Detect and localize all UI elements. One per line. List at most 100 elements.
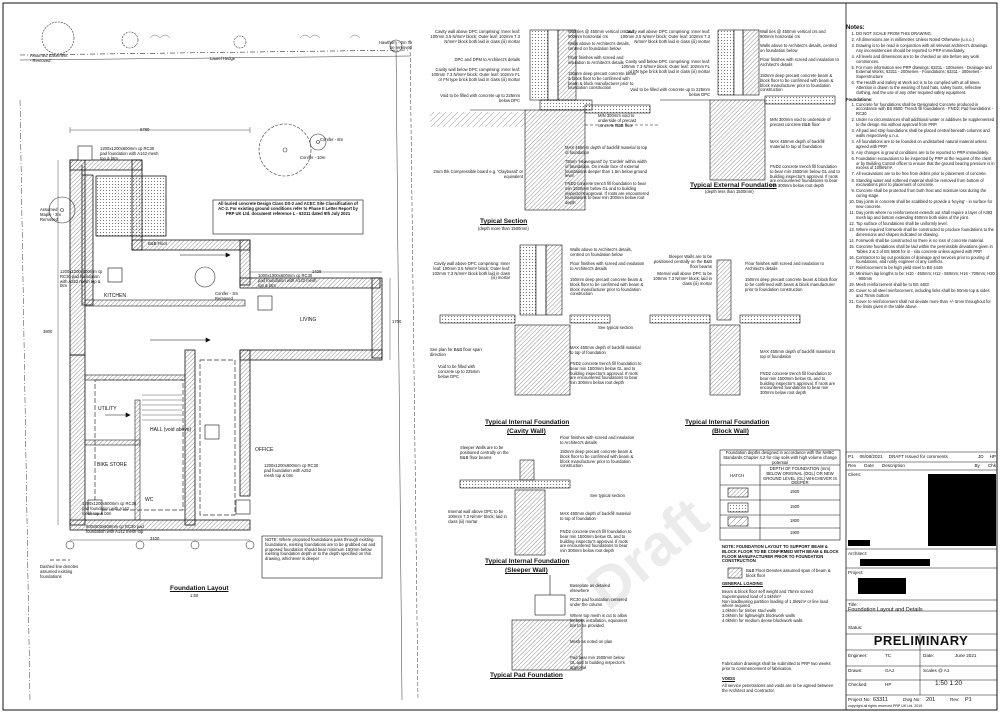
dim-right: 1700 xyxy=(392,319,402,324)
foundation-notes-list: Concrete for foundations shall be Design… xyxy=(846,102,996,310)
rev-header-desc: Description xyxy=(881,463,905,468)
plan-label-easement: Assumed Easement - Removed xyxy=(30,53,68,63)
note-item: Concrete for foundations shall be Design… xyxy=(856,102,996,117)
redacted-client-text xyxy=(848,540,870,546)
plan-label-conifer-3: Conifer - 3m Removed xyxy=(215,291,239,301)
cav-note-floor: Floor finishes with screed and insulatio… xyxy=(570,261,645,271)
cav-note-walls-above: Walls above to Architect's details, cent… xyxy=(570,247,632,257)
room-label-office: OFFICE xyxy=(255,447,274,453)
proposed-foundations-note: NOTE: Where proposed foundations pass th… xyxy=(265,537,376,562)
loading-list: Beam & block floor self weight and 75mm … xyxy=(722,589,840,624)
copyright: copyright all rights reserved PRP UK Ltd… xyxy=(848,704,923,708)
cav-note-beam-block: 150mm deep precast concrete beam & block… xyxy=(570,277,644,297)
plan-label-maple: Assumed Maple - 3m Removed xyxy=(40,207,61,222)
note-item: Drawing is to be read in conjunction wit… xyxy=(856,43,996,54)
note-fnd2: FND2 concrete trench fill foundation to … xyxy=(565,181,649,206)
slp-note-sleeper: Sleeper Walls are to be positioned centr… xyxy=(460,445,509,460)
note-item: All levels and dimensions are to be chec… xyxy=(856,54,996,65)
note-item: Standing water and softened material sha… xyxy=(856,178,996,189)
depth-table-head: DEPTH OF FOUNDATION (mm) BELOW ORIGINAL … xyxy=(762,466,838,486)
slp-note-int-wall: Internal wall above DPC to be 100mm 7.3 … xyxy=(448,509,507,524)
note-item: Mesh reinforcement shall be to BS 4483 xyxy=(856,282,996,288)
room-label-kitchen: KITCHEN xyxy=(104,293,126,299)
redacted-client-logo xyxy=(928,474,996,546)
title-label: Title: xyxy=(848,602,858,607)
pad-label-1: 1200x1200x600mm cp RC30 pad foundation w… xyxy=(100,146,159,161)
depth-value-1: 1500 xyxy=(790,489,800,494)
notes-list: DO NOT SCALE FROM THIS DRAWING. All dime… xyxy=(846,31,996,96)
note-void-fill: Void to be filled with concrete up to 22… xyxy=(440,93,520,103)
cav-note-fnd2: FND2 concrete trench fill foundation to … xyxy=(570,361,642,386)
drawing-title: Foundation Layout and Details xyxy=(848,607,923,613)
note-item: Cover to reinforcement shall not deviate… xyxy=(856,299,996,310)
project-label: Project: xyxy=(848,570,864,575)
note-item: All foundations are to be founded on und… xyxy=(856,139,996,150)
plan-label-hedge: Laurel Hedge xyxy=(210,56,236,61)
rev-by: JD xyxy=(977,454,984,459)
dim-bottom: 3100 xyxy=(150,536,160,541)
note-item: Contractor to lay out positions of drain… xyxy=(856,255,996,266)
pad-note-rc30: RC30 pad foundation centered under the c… xyxy=(570,597,628,607)
bb-floor-label: B&B Floor xyxy=(148,241,168,246)
scales-label: Scales @ A1 xyxy=(923,668,950,673)
ext-note-walls-above: Walls above to Architect's details, cent… xyxy=(760,43,837,53)
note-item: Minimum lap lengths to be: H10 - 450mm; … xyxy=(856,272,996,282)
section-title-pad: Typical Pad Foundation xyxy=(490,672,563,679)
site-plan xyxy=(19,21,419,701)
pad-label-2: 1200x1200x600mm cp RC30 pad foundation w… xyxy=(60,269,103,289)
section-sub-cavity: (Cavity Wall) xyxy=(507,428,546,435)
rev-header-by: By xyxy=(974,463,980,468)
architect-label: Architect: xyxy=(848,551,868,556)
rev-desc: DRAFT Issued for comments xyxy=(888,454,948,459)
loading-item-2: Superimposed load of 1.5kN/m² xyxy=(722,593,781,599)
existing-foundations-legend: Dashed line denotes assumed existing fou… xyxy=(40,564,79,579)
plan-label-conifer-8: Conifer - 8m xyxy=(320,137,344,142)
depth-value-2: 1500 xyxy=(790,504,800,509)
general-loading-title: GENERAL LOADING xyxy=(722,581,763,586)
drawn-label: Drawn: xyxy=(848,668,863,673)
section-sub-typical: (depth more than 1500mm) xyxy=(478,226,529,231)
plan-title: Foundation Layout xyxy=(170,585,229,592)
dwg-no-label: Dwg No: xyxy=(903,697,921,702)
status-value: PRELIMINARY xyxy=(873,633,969,648)
slp-note-floor: Floor finishes with screed and insulatio… xyxy=(560,435,635,445)
date-label: Date: xyxy=(923,653,934,658)
note-wall-ties: Wall ties @ 450mm vertical crs and 900mm… xyxy=(568,29,634,39)
note-max-450: MAX 450mm depth of backfill material to … xyxy=(565,145,648,155)
room-label-bike-store: BIKE STORE xyxy=(97,462,127,468)
section-sub-external: (depth less than 1500mm) xyxy=(705,189,754,194)
engineer-label: Engineer: xyxy=(848,653,868,658)
note-item: Cover to all steel reinforcement, includ… xyxy=(856,288,996,299)
rev-header-chk: Chk xyxy=(987,463,996,468)
ext-note-void-fill: Void to be filled with concrete up to 22… xyxy=(630,87,710,97)
status-label: Status: xyxy=(848,625,863,630)
note-item: Foundation excavations to be inspected b… xyxy=(856,156,996,171)
rev-header-date: Date xyxy=(864,463,874,468)
note-item: Under no circumstances shall additional … xyxy=(856,117,996,128)
blk-note-fnd2: FND2 concrete trench fill foundation to … xyxy=(760,371,836,396)
depth-value-3: 1800 xyxy=(790,518,800,523)
depth-table-title: Foundation depths designed in accordance… xyxy=(723,450,837,465)
pad-label-3: 1000x1000x600mm cp RC30 pad foundation w… xyxy=(258,273,317,288)
plan-label-conifer-10: Conifer - 10m xyxy=(300,155,326,160)
notes-foundations-heading: Foundations: xyxy=(846,96,873,102)
pad-label-4: 1200x1200x600mm cp RC30 pad foundation w… xyxy=(82,501,137,516)
client-label: Client: xyxy=(848,472,862,477)
rev-code: P1 xyxy=(848,454,854,459)
scale-value: 1:50 1:20 xyxy=(935,680,963,687)
date-value: June 2021 xyxy=(955,653,977,658)
depth-table-hatch: HATCH xyxy=(730,473,745,478)
note-item: All dimensions are in millimetres Unless… xyxy=(856,37,996,43)
pad-note-mesh: Mesh as noted on plan xyxy=(570,639,613,644)
notes-heading: Notes: xyxy=(846,25,865,31)
ext-note-dpc-below: Cavity wall below DPC comprising: Inner … xyxy=(621,59,710,74)
depth-value-4: 1900 xyxy=(790,530,800,535)
revision-row: P1 06/08/2021 DRAFT Issued for comments … xyxy=(848,454,996,459)
loading-item-4: 1.0kN/m for timber stud walls xyxy=(722,608,776,614)
room-label-hall: HALL (void above) xyxy=(150,427,192,433)
ext-note-wall-ties: Wall ties @ 450mm vertical crs and 900mm… xyxy=(760,29,826,39)
rev-date: 06/08/2021 xyxy=(859,454,883,459)
voids-note: All service penetrations and voids are t… xyxy=(722,683,834,693)
